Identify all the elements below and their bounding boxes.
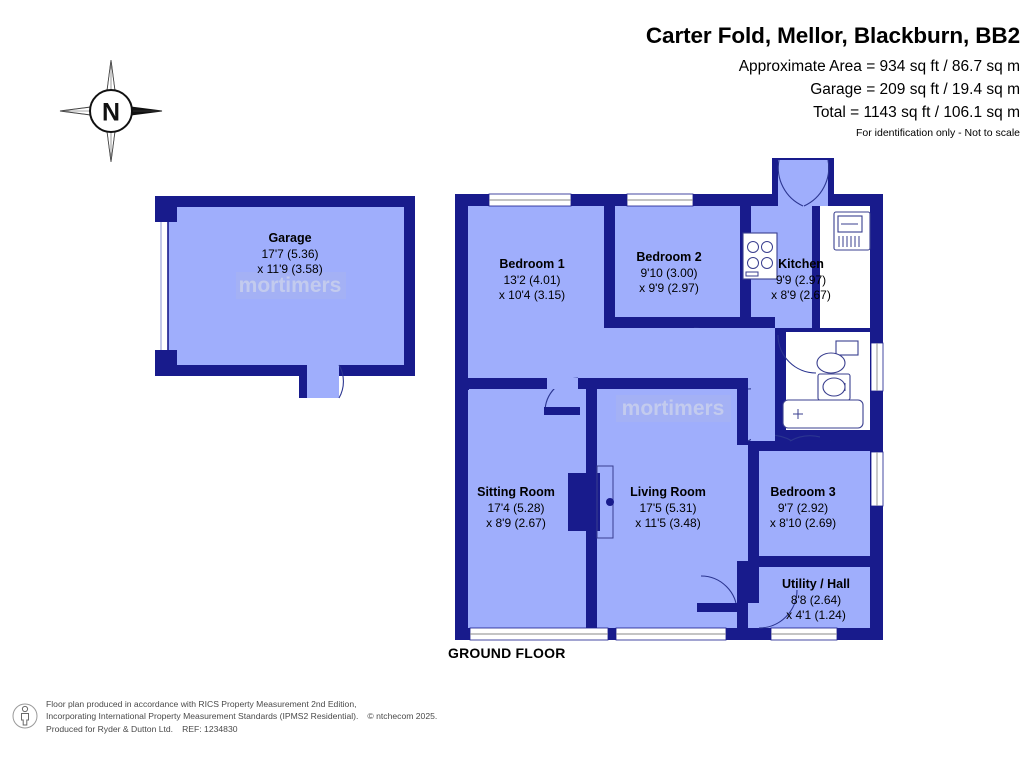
footer-line-3: Produced for Ryder & Dutton Ltd. REF: 123… xyxy=(46,723,437,735)
disclaimer-text: For identification only - Not to scale xyxy=(856,126,1020,139)
floorplan-drawing: .wall { fill: #181B8C; } .room { fill: #… xyxy=(155,158,884,641)
washbasin-icon xyxy=(817,373,851,401)
garage-block: mortimers xyxy=(155,196,415,399)
floor-title: GROUND FLOOR xyxy=(448,645,566,661)
fireplace-icon xyxy=(568,465,614,539)
footer-text: Floor plan produced in accordance with R… xyxy=(46,698,437,735)
compass-rose-icon: N xyxy=(56,56,166,166)
footer-reference: REF: 1234830 xyxy=(182,723,238,734)
footer-line-2a: Incorporating International Property Mea… xyxy=(46,711,359,722)
area-summary: Approximate Area = 934 sq ft / 86.7 sq m… xyxy=(380,57,1020,124)
ipms-person-icon xyxy=(12,700,38,737)
footer-line-2: Incorporating International Property Mea… xyxy=(46,710,437,722)
hob-icon xyxy=(742,232,778,280)
main-house-block: mortimers xyxy=(455,158,884,641)
page-title: Carter Fold, Mellor, Blackburn, BB2 xyxy=(645,23,1020,48)
window-group-right xyxy=(870,342,884,507)
toilet-icon xyxy=(816,340,859,374)
footer-copyright: © ntchecom 2025. xyxy=(367,711,438,722)
window-group-bottom xyxy=(469,627,838,641)
area-line-garage: Garage = 209 sq ft / 19.4 sq m xyxy=(810,80,1020,98)
area-line-total: Total = 1143 sq ft / 106.1 sq m xyxy=(813,103,1020,121)
footer: Floor plan produced in accordance with R… xyxy=(12,698,652,737)
footer-line-1: Floor plan produced in accordance with R… xyxy=(46,699,357,709)
header: Carter Fold, Mellor, Blackburn, BB2 Appr… xyxy=(380,23,1020,139)
window-group-top xyxy=(488,193,694,207)
footer-produced-for: Produced for Ryder & Dutton Ltd. xyxy=(46,723,174,734)
area-line-total-approx: Approximate Area = 934 sq ft / 86.7 sq m xyxy=(738,57,1020,75)
watermark-living: mortimers xyxy=(622,397,725,420)
bathtub-icon xyxy=(782,399,864,429)
watermark-garage: mortimers xyxy=(239,274,342,297)
compass-north-label: N xyxy=(102,97,120,125)
